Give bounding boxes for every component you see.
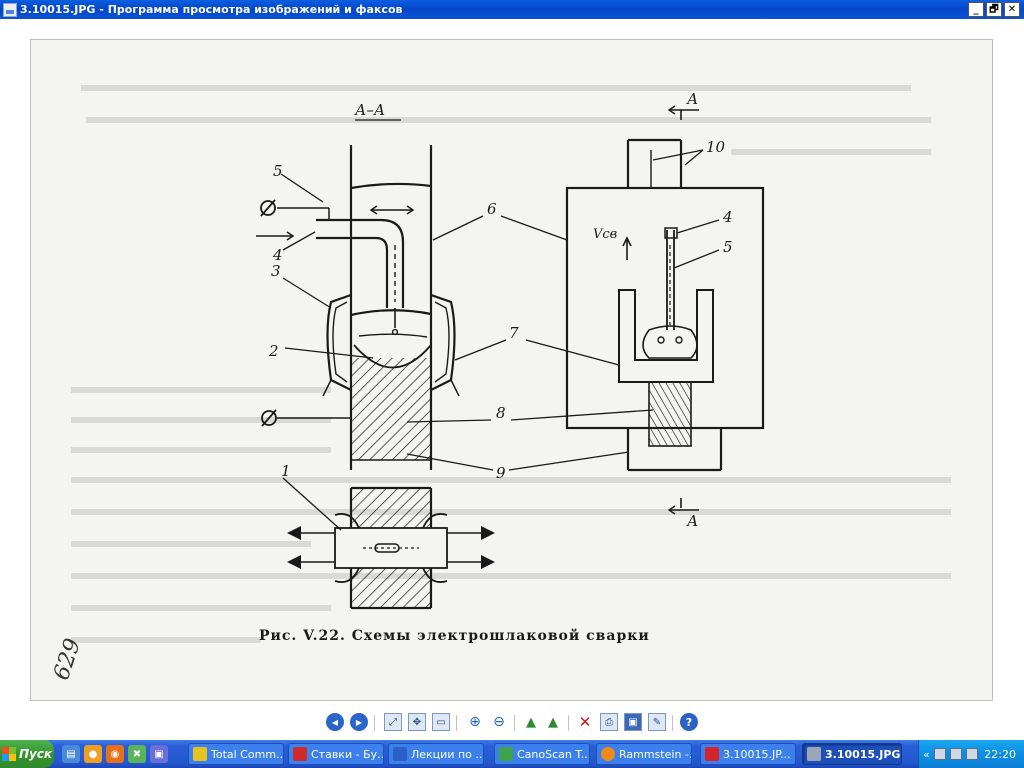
opera-icon bbox=[293, 747, 307, 761]
callout-3: 3 bbox=[271, 262, 281, 280]
delete-button[interactable]: ✕ bbox=[576, 713, 594, 731]
help-button[interactable]: ? bbox=[680, 713, 698, 731]
callout-2: 2 bbox=[268, 342, 279, 360]
task-label: CanoScan T... bbox=[517, 747, 590, 761]
print-button[interactable]: ⎙ bbox=[600, 713, 618, 731]
handwritten-note: 629 bbox=[49, 636, 86, 684]
zoom-out-icon: ⊖ bbox=[493, 714, 505, 730]
task-image-1[interactable]: 3.10015.JP... bbox=[700, 743, 796, 765]
best-fit-button[interactable]: ⤢ bbox=[384, 713, 402, 731]
task-rammstein[interactable]: Rammstein -... bbox=[596, 743, 692, 765]
total-commander-icon bbox=[193, 747, 207, 761]
task-image-viewer[interactable]: 3.10015.JPG... bbox=[802, 743, 902, 765]
canoscan-task-icon bbox=[499, 747, 513, 761]
start-button[interactable]: Пуск bbox=[0, 740, 54, 768]
taskbar: Пуск ▤ ● ◉ ✖ ▣ Total Comm... Ставки - Бу… bbox=[0, 740, 1024, 768]
browser-icon[interactable]: ● bbox=[84, 745, 102, 763]
toolbar-separator bbox=[568, 715, 569, 731]
task-label: 3.10015.JPG... bbox=[825, 747, 901, 761]
image-viewer-task-icon bbox=[807, 747, 821, 761]
callout-4-right: 4 bbox=[722, 208, 733, 226]
network-icon[interactable] bbox=[933, 748, 946, 760]
actual-size-button[interactable]: ✥ bbox=[408, 713, 426, 731]
edit-icon: ✎ bbox=[652, 716, 662, 728]
close-button[interactable]: ✕ bbox=[1004, 2, 1020, 17]
media-player-icon bbox=[601, 747, 615, 761]
rotate-cw-icon: ▲ bbox=[526, 714, 536, 730]
callout-4: 4 bbox=[272, 246, 283, 264]
toolbar-separator bbox=[374, 715, 375, 731]
slideshow-icon: ▭ bbox=[436, 716, 446, 728]
toolbar-separator bbox=[456, 715, 457, 731]
cut-label-bottom: А bbox=[686, 512, 698, 530]
figure-caption: Рис. V.22. Схемы электрошлаковой сварки bbox=[259, 627, 650, 644]
prev-icon: ◀ bbox=[331, 717, 339, 727]
tray-expand-button[interactable]: « bbox=[923, 747, 930, 761]
floppy-icon[interactable]: ▣ bbox=[150, 745, 168, 763]
open-for-editing-button[interactable]: ✎ bbox=[648, 713, 666, 731]
save-button[interactable]: ▣ bbox=[624, 713, 642, 731]
task-label: 3.10015.JP... bbox=[723, 747, 791, 761]
vcb-label: Vсв bbox=[593, 227, 617, 242]
delete-icon: ✕ bbox=[578, 713, 592, 731]
task-label: Ставки - Бу... bbox=[311, 747, 384, 761]
show-desktop-icon[interactable]: ▤ bbox=[62, 745, 80, 763]
zoom-in-icon: ⊕ bbox=[469, 714, 481, 730]
minimize-button[interactable]: _ bbox=[968, 2, 984, 17]
start-label: Пуск bbox=[18, 747, 53, 761]
callout-5: 5 bbox=[273, 162, 283, 180]
task-stavki[interactable]: Ставки - Бу... bbox=[288, 743, 384, 765]
toolbar-separator bbox=[672, 715, 673, 731]
task-total-commander[interactable]: Total Comm... bbox=[188, 743, 284, 765]
background-text-traces bbox=[71, 85, 951, 643]
callout-8: 8 bbox=[496, 404, 506, 422]
toolbar-separator bbox=[514, 715, 515, 731]
callout-7: 7 bbox=[509, 324, 519, 342]
scanned-image[interactable]: А–А А А Vсв 1 2 3 4 5 6 7 8 9 10 4 5 Рис… bbox=[30, 39, 993, 701]
help-icon: ? bbox=[685, 715, 693, 729]
tray-app-icon[interactable] bbox=[965, 748, 978, 760]
slideshow-button[interactable]: ▭ bbox=[432, 713, 450, 731]
task-label: Rammstein -... bbox=[619, 747, 692, 761]
window-title: 3.10015.JPG - Программа просмотра изобра… bbox=[20, 3, 403, 16]
print-icon: ⎙ bbox=[605, 716, 613, 728]
callout-9: 9 bbox=[496, 464, 506, 482]
callout-5-right: 5 bbox=[723, 238, 733, 256]
task-label: Лекции по ... bbox=[411, 747, 484, 761]
zoom-in-button[interactable]: ⊕ bbox=[466, 713, 484, 731]
next-icon: ▶ bbox=[355, 717, 363, 727]
restore-button[interactable]: 🗗 bbox=[986, 2, 1002, 17]
image-viewer-icon bbox=[3, 2, 17, 17]
word-icon bbox=[393, 747, 407, 761]
task-lektsii[interactable]: Лекции по ... bbox=[388, 743, 484, 765]
actual-size-icon: ✥ bbox=[412, 716, 422, 728]
window-titlebar: 3.10015.JPG - Программа просмотра изобра… bbox=[0, 0, 1024, 19]
rotate-counterclockwise-button[interactable]: ▲ bbox=[544, 713, 562, 731]
cut-label-top: А bbox=[686, 90, 698, 108]
best-fit-icon: ⤢ bbox=[389, 716, 397, 728]
viewer-toolbar: ◀ ▶ ⤢ ✥ ▭ ⊕ ⊖ ▲ ▲ ✕ ⎙ ▣ ✎ ? bbox=[0, 707, 1024, 737]
windows-logo-icon bbox=[1, 747, 16, 761]
rotate-ccw-icon: ▲ bbox=[548, 714, 558, 730]
previous-image-button[interactable]: ◀ bbox=[326, 713, 344, 731]
task-label: Total Comm... bbox=[211, 747, 284, 761]
image-viewer-canvas: А–А А А Vсв 1 2 3 4 5 6 7 8 9 10 4 5 Рис… bbox=[0, 19, 1024, 707]
system-tray: « 22:20 bbox=[918, 740, 1024, 768]
media-icon[interactable]: ◉ bbox=[106, 745, 124, 763]
zoom-out-button[interactable]: ⊖ bbox=[490, 713, 508, 731]
callout-1: 1 bbox=[281, 462, 291, 480]
task-canoscan[interactable]: CanoScan T... bbox=[494, 743, 590, 765]
rotate-clockwise-button[interactable]: ▲ bbox=[522, 713, 540, 731]
callout-10: 10 bbox=[706, 138, 726, 156]
next-image-button[interactable]: ▶ bbox=[350, 713, 368, 731]
section-label: А–А bbox=[354, 101, 385, 119]
callout-6: 6 bbox=[487, 200, 497, 218]
clock[interactable]: 22:20 bbox=[984, 747, 1016, 761]
welding-diagram: А–А А А Vсв 1 2 3 4 5 6 7 8 9 10 4 5 Рис… bbox=[49, 85, 951, 684]
save-icon: ▣ bbox=[628, 716, 638, 728]
canoscan-icon[interactable]: ✖ bbox=[128, 745, 146, 763]
volume-icon[interactable] bbox=[949, 748, 962, 760]
image-editor-icon bbox=[705, 747, 719, 761]
